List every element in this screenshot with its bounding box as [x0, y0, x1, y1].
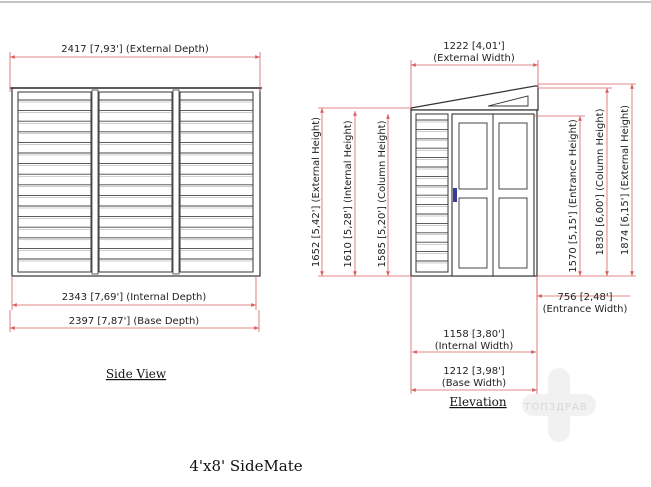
dim-column-height-left: 1585 [5,20'] (Column Height) — [377, 114, 390, 276]
watermark-text: ТОПЗДРАВ — [523, 402, 587, 413]
external-width-value: 1222 [4,01'] — [443, 41, 505, 52]
side-panel-right — [179, 91, 254, 273]
elevation-panel-slats — [416, 119, 448, 264]
internal-height-label: 1610 [5,28'] (Internal Height) — [343, 120, 354, 267]
diagram-title: 4'x8' SideMate — [189, 457, 302, 475]
base-depth-label: 2397 [7,87'] (Base Depth) — [69, 316, 200, 327]
dim-external-height: 1652 [5,42'] (External Height) — [311, 107, 411, 277]
dim-entrance-height: 1570 [5,15'] (Entrance Height) — [534, 115, 636, 277]
side-column-2 — [172, 89, 180, 275]
side-panel-slats — [18, 99, 253, 262]
entrance-width-caption: (Entrance Width) — [543, 304, 628, 315]
door-handle-icon — [453, 188, 457, 202]
door-panel-left-top — [458, 122, 488, 190]
column-height-right-label: 1830 [6,00'] (Column Height) — [595, 108, 606, 255]
internal-width-caption: (Internal Width) — [435, 341, 514, 352]
external-height-label: 1652 [5,42'] (External Height) — [311, 117, 322, 267]
external-width-caption: (External Width) — [433, 53, 515, 64]
side-view-caption: Side View — [106, 367, 167, 381]
side-view-drawing — [10, 87, 262, 277]
side-panel-middle — [98, 91, 173, 273]
elevation-caption: Elevation — [449, 395, 507, 409]
external-depth-label: 2417 [7,93'] (External Depth) — [61, 44, 209, 55]
dim-entrance-width: 756 [2,48'] (Entrance Width) — [536, 276, 630, 315]
door-panel-right-top — [498, 122, 528, 190]
elevation-drawing — [410, 85, 539, 277]
dim-column-height-right: 1830 [6,00'] (Column Height) — [538, 87, 612, 276]
dim-external-height-right: 1874 [6,15'] (External Height) — [538, 83, 636, 276]
watermark-cross-horizontal — [522, 394, 596, 416]
watermark: ТОПЗДРАВ — [522, 368, 596, 442]
door-panel-right-bottom — [498, 197, 528, 269]
door-panel-left-bottom — [458, 197, 488, 269]
dim-external-width: 1222 [4,01'] (External Width) — [410, 41, 539, 108]
dim-base-depth: 2397 [7,87'] (Base Depth) — [9, 310, 260, 332]
dim-internal-width: 1158 [3,80'] (Internal Width) — [410, 276, 538, 394]
dim-base-width: 1212 [3,98'] (Base Width) — [411, 366, 537, 392]
dim-internal-depth: 2343 [7,69'] (Internal Depth) — [11, 276, 257, 310]
side-panel-left — [17, 91, 92, 273]
internal-width-value: 1158 [3,80'] — [443, 329, 505, 340]
base-width-value: 1212 [3,98'] — [443, 366, 505, 377]
roof-skylight — [487, 95, 529, 107]
dim-external-depth: 2417 [7,93'] (External Depth) — [9, 44, 261, 92]
side-column-1 — [91, 89, 99, 275]
entrance-width-value: 756 [2,48'] — [557, 292, 612, 303]
base-width-caption: (Base Width) — [442, 378, 506, 389]
column-height-left-label: 1585 [5,20'] (Column Height) — [377, 120, 388, 267]
entrance-height-label: 1570 [5,15'] (Entrance Height) — [568, 119, 579, 273]
dim-internal-height: 1610 [5,28'] (Internal Height) — [343, 111, 357, 276]
external-height-right-label: 1874 [6,15'] (External Height) — [620, 105, 631, 255]
internal-depth-label: 2343 [7,69'] (Internal Depth) — [62, 292, 207, 303]
elevation-side-panel — [415, 113, 449, 273]
